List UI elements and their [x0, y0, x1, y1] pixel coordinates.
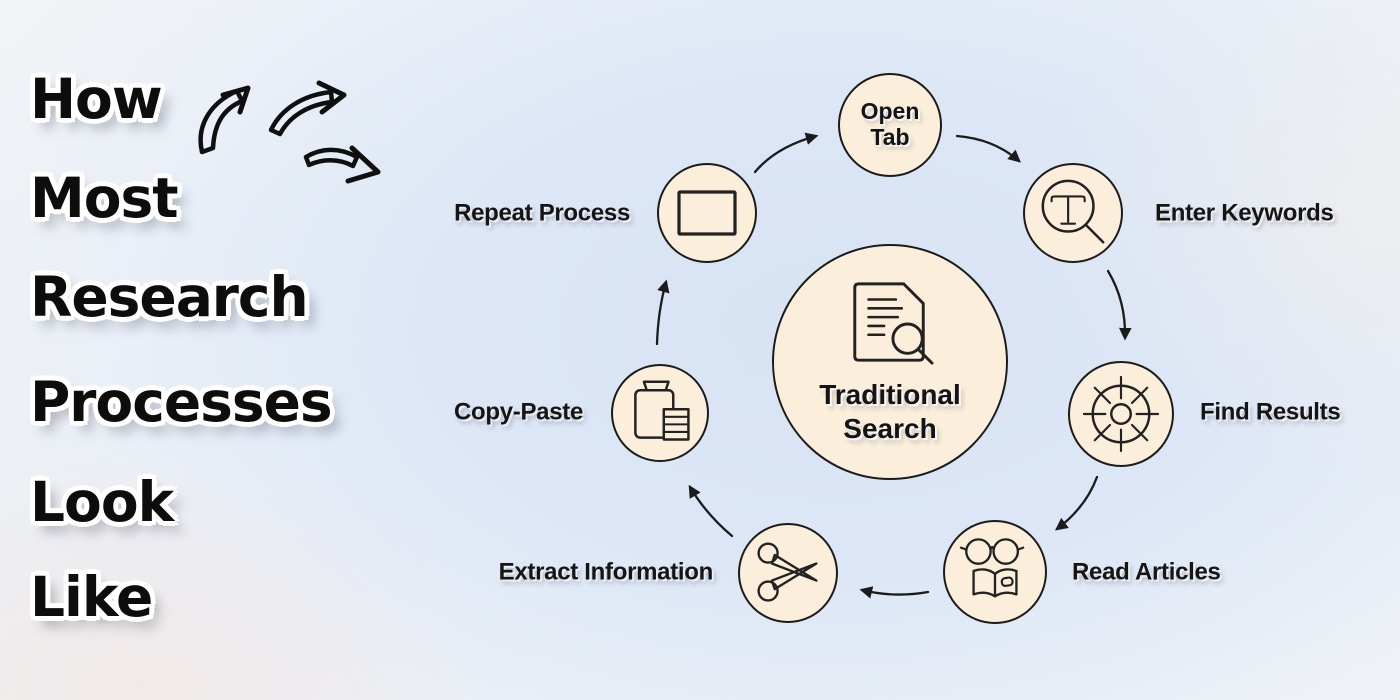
scissors-icon	[757, 542, 818, 602]
title-word-research: Research	[30, 265, 309, 329]
node-label-open-tab: Open Tab	[860, 98, 920, 150]
node-label-find-results: Find Results	[1200, 398, 1341, 426]
arrow-open-tab-to-enter-keywords	[955, 134, 1021, 163]
doodle-arrow-right-icon	[268, 80, 347, 137]
node-copy-paste	[611, 364, 709, 462]
node-label-extract-information: Extract Information	[498, 558, 714, 586]
node-label-repeat-process: Repeat Process	[454, 199, 630, 227]
document-search-icon	[853, 282, 934, 365]
node-label-copy-paste: Copy-Paste	[453, 398, 583, 426]
clipboard-icon	[634, 380, 690, 441]
window-icon	[677, 190, 737, 236]
title-word-look: Look	[30, 470, 174, 534]
node-read-articles	[943, 520, 1047, 624]
sun-icon	[1082, 375, 1160, 453]
title-word-like: Like	[30, 565, 153, 629]
title-word-how: How	[30, 67, 163, 131]
doodle-arrow-up-right-icon	[198, 85, 251, 155]
node-label-enter-keywords: Enter Keywords	[1155, 199, 1334, 227]
arrow-find-results-to-read-articles	[1054, 475, 1099, 531]
title-word-processes: Processes	[30, 370, 333, 434]
title-word-most: Most	[30, 166, 179, 230]
arrow-read-articles-to-extract-information	[859, 586, 930, 599]
node-enter-keywords	[1023, 163, 1123, 263]
node-extract-information	[738, 523, 838, 623]
doodle-arrow-down-right-icon	[303, 145, 381, 184]
glasses-book-icon	[959, 538, 1025, 598]
node-repeat-process	[657, 163, 757, 263]
arrow-enter-keywords-to-find-results	[1106, 269, 1132, 341]
arrow-extract-information-to-copy-paste	[688, 484, 734, 538]
arrow-copy-paste-to-repeat-process	[655, 279, 670, 346]
center-node-label: Traditional Search	[819, 378, 961, 444]
node-traditional-search: Traditional Search	[772, 244, 1008, 480]
node-open-tab: Open Tab	[838, 73, 942, 177]
node-label-read-articles: Read Articles	[1072, 558, 1221, 586]
node-find-results	[1068, 361, 1174, 467]
arrow-repeat-process-to-open-tab	[753, 132, 819, 174]
text-search-icon	[1041, 179, 1105, 244]
